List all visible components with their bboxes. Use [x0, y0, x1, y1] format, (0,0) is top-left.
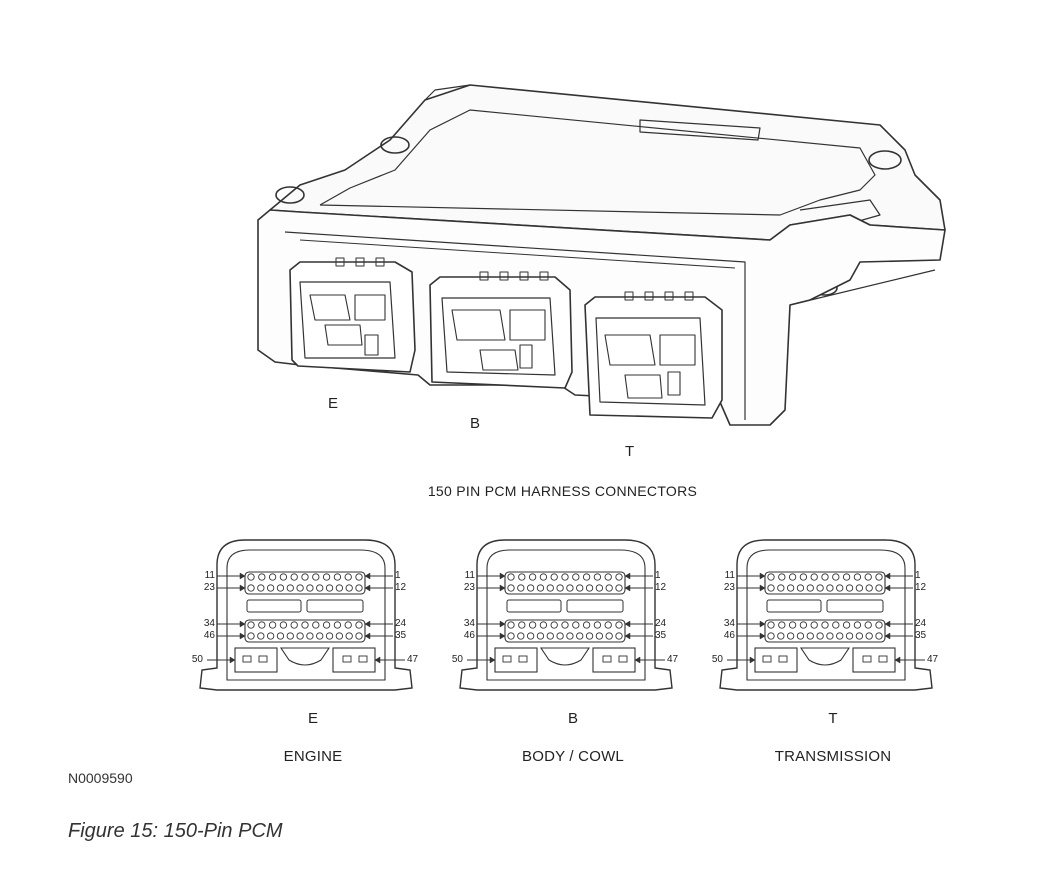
pin-label-engine-r3-left: 34: [203, 618, 215, 629]
pin-label-transmission-r3-left: 34: [723, 618, 735, 629]
pin-label-body-cowl-r5-left: 50: [451, 654, 463, 665]
pin-face-transmission: [719, 539, 933, 691]
pin-label-engine-r1-left: 11: [204, 570, 215, 581]
pin-label-transmission-r5-right: 47: [927, 654, 939, 665]
ecu-connector-b-label: B: [470, 415, 481, 432]
pin-label-body-cowl-r1-right: 1: [655, 570, 661, 581]
pin-label-body-cowl-r3-right: 24: [655, 618, 667, 629]
connector-e-illustration: [289, 257, 416, 373]
ecu-connector-t-label: T: [625, 443, 635, 460]
pin-face-body-cowl: [459, 539, 673, 691]
pin-label-body-cowl-r5-right: 47: [667, 654, 679, 665]
pin-label-transmission-r4-left: 46: [723, 630, 735, 641]
pin-face-engine-name: ENGINE: [283, 748, 343, 765]
pin-label-engine-r5-left: 50: [191, 654, 203, 665]
connector-b-illustration: [429, 271, 573, 389]
pin-label-engine-r1-right: 1: [395, 570, 401, 581]
pin-face-engine-letter: E: [307, 710, 319, 727]
pin-label-transmission-r4-right: 35: [915, 630, 927, 641]
pin-face-engine: [199, 539, 413, 691]
pin-face-transmission-name: TRANSMISSION: [774, 748, 892, 765]
pin-label-body-cowl-r4-left: 46: [463, 630, 475, 641]
pin-label-body-cowl-r2-left: 23: [463, 582, 475, 593]
pin-label-transmission-r2-left: 23: [723, 582, 735, 593]
ecu-connector-e-label: E: [328, 395, 339, 412]
pin-label-engine-r4-right: 35: [395, 630, 407, 641]
pin-label-body-cowl-r2-right: 12: [655, 582, 667, 593]
pin-label-transmission-r3-right: 24: [915, 618, 927, 629]
pin-label-transmission-r1-left: 11: [724, 570, 735, 581]
pin-label-transmission-r2-right: 12: [915, 582, 927, 593]
connector-t-illustration: [584, 291, 723, 419]
pin-label-body-cowl-r1-left: 11: [464, 570, 475, 581]
harness-connectors-heading: 150 PIN PCM HARNESS CONNECTORS: [427, 483, 698, 499]
pin-face-transmission-letter: T: [828, 710, 838, 727]
pin-label-engine-r4-left: 46: [203, 630, 215, 641]
pin-label-body-cowl-r3-left: 34: [463, 618, 475, 629]
figure-caption: Figure 15: 150-Pin PCM: [68, 820, 283, 842]
pin-face-body-cowl-letter: B: [567, 710, 579, 727]
part-number: N0009590: [68, 770, 133, 786]
pin-label-engine-r2-left: 23: [203, 582, 215, 593]
pcm-module-illustration: [257, 84, 946, 426]
pin-face-body-cowl-name: BODY / COWL: [522, 748, 624, 765]
pin-label-engine-r5-right: 47: [407, 654, 419, 665]
pin-label-engine-r2-right: 12: [395, 582, 407, 593]
pin-label-body-cowl-r4-right: 35: [655, 630, 667, 641]
pin-label-transmission-r1-right: 1: [915, 570, 921, 581]
pin-face-diagrams: [199, 539, 933, 691]
pin-label-engine-r3-right: 24: [395, 618, 407, 629]
pin-label-transmission-r5-left: 50: [711, 654, 723, 665]
